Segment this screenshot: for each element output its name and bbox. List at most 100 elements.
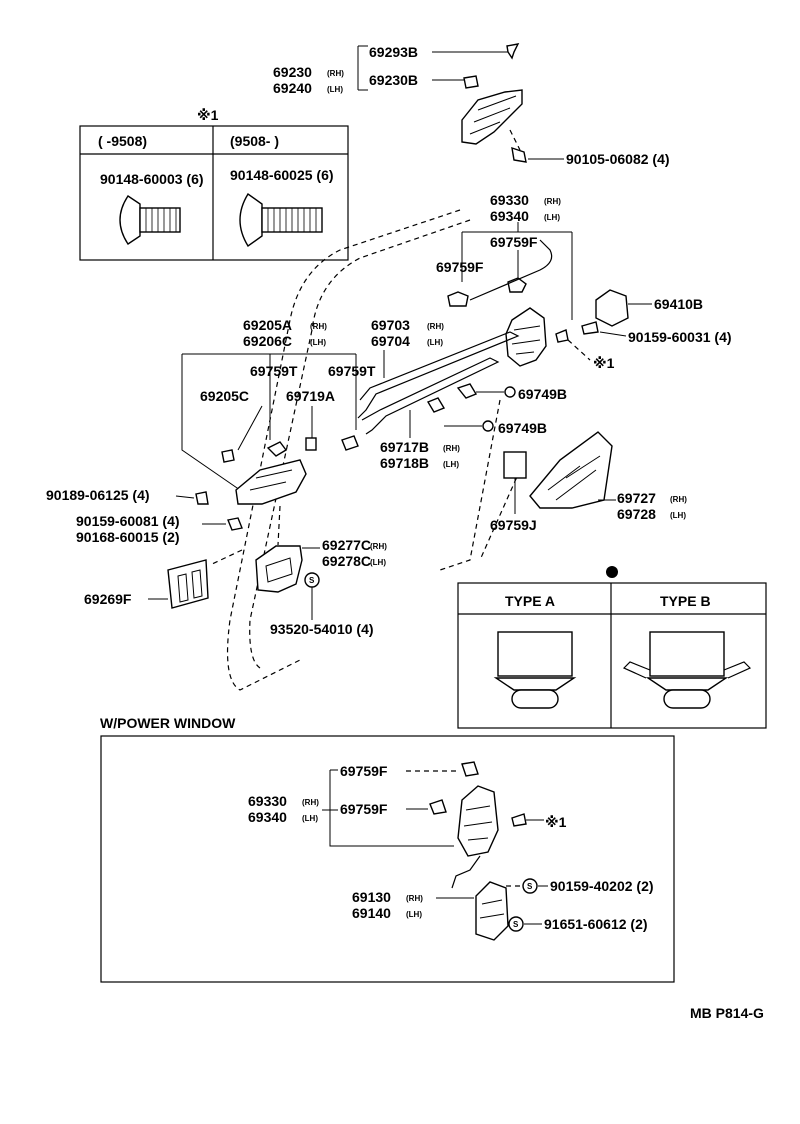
star1-lock-ref: ※1: [593, 355, 615, 371]
label-69230: 69230: [273, 64, 312, 80]
label-69749b-b: 69749B: [498, 420, 547, 436]
lh-suffix: (LH): [370, 558, 386, 567]
s-mark-90159-40202: [522, 878, 538, 894]
label-69340: 69340: [490, 208, 529, 224]
label-69205a: 69205A: [243, 317, 292, 333]
marker-69749b-b: [482, 420, 494, 432]
bezel-69277c: [255, 545, 303, 593]
clip-69749b-b: [426, 397, 446, 413]
rod-69703: [357, 331, 520, 419]
figure-code: MB P814-G: [690, 1005, 764, 1021]
label-69269f: 69269F: [84, 591, 132, 607]
type-b-clip-flange: [645, 677, 729, 691]
handle-bezel-group: 69277C (RH) 69278C (LH) S 93520-54010 (4…: [84, 537, 387, 637]
clip-69759t-b: [341, 435, 359, 451]
label-69759t-right: 69759T: [328, 363, 376, 379]
label-69759t-left: 69759T: [250, 363, 298, 379]
clip-type-table: TYPE A TYPE B: [457, 566, 767, 729]
type-b-wing-right: [723, 661, 752, 679]
striker-69410b: [595, 289, 629, 327]
power-window-section: W/POWER WINDOW 69759F 69330 (RH) 69340 (…: [100, 715, 675, 983]
label-69410b: 69410B: [654, 296, 703, 312]
type-b-wing-left: [622, 661, 651, 679]
inside-handle-and-rods: 69205A (RH) 69206C (LH) 69759T 69759T 69…: [46, 317, 567, 566]
label-90148-60025: 90148-60025 (6): [230, 167, 334, 183]
label-69130: 69130: [352, 889, 391, 905]
label-90168-60015: 90168-60015 (2): [76, 529, 180, 545]
label-90159-60081: 90159-60081 (4): [76, 513, 180, 529]
rod-69230b: [463, 75, 479, 89]
short-screw-head: [119, 195, 141, 245]
rod-69717b: [361, 357, 500, 435]
label-69703: 69703: [371, 317, 410, 333]
label-69330: 69330: [490, 192, 529, 208]
lh-suffix: (LH): [310, 338, 326, 347]
outside-handle-group: 69293B 69230 (RH) 69240 (LH) 69230B 9010…: [273, 43, 670, 167]
marker-69749b-a: [504, 386, 516, 398]
power-window-heading: W/POWER WINDOW: [100, 715, 236, 731]
rh-suffix: (RH): [302, 798, 319, 807]
label-69205c: 69205C: [200, 388, 249, 404]
lh-suffix: (LH): [544, 213, 560, 222]
label-pw-69759f-mid: 69759F: [340, 801, 388, 817]
bolt-90105: [511, 146, 527, 163]
lh-suffix: (LH): [406, 910, 422, 919]
screw-reference-table: ※1 ( -9508) (9508- ) 90148-60003 (6) 901…: [79, 107, 349, 261]
rh-suffix: (RH): [310, 322, 327, 331]
lh-suffix: (LH): [427, 338, 443, 347]
clip-69293b: [506, 43, 520, 60]
label-pw-69330: 69330: [248, 793, 287, 809]
type-b-clip-body: [649, 631, 725, 677]
clip-69719a: [305, 437, 317, 451]
label-pw-69759f-top: 69759F: [340, 763, 388, 779]
long-screw-head: [239, 192, 263, 248]
label-90159-60031: 90159-60031 (4): [628, 329, 732, 345]
label-69759f-left: 69759F: [436, 259, 484, 275]
bolt-90189: [195, 491, 209, 505]
pad-69759j: [503, 451, 527, 479]
inside-handle: [235, 459, 307, 505]
label-91651: 91651-60612 (2): [544, 916, 648, 932]
star1-heading: ※1: [197, 107, 219, 123]
label-69727: 69727: [617, 490, 656, 506]
lh-suffix: (LH): [443, 460, 459, 469]
clip-69749b-a: [456, 383, 478, 399]
rh-suffix: (RH): [406, 894, 423, 903]
label-90189: 90189-06125 (4): [46, 487, 150, 503]
type-b-clip-foot: [663, 689, 711, 709]
label-pw-69340: 69340: [248, 809, 287, 825]
screw-90159-60031: [581, 321, 599, 335]
pw-door-lock: [457, 785, 499, 857]
screw-90159-60081: [227, 517, 243, 531]
s-mark-letter: S: [513, 920, 519, 929]
clip-69759f-a: [447, 291, 469, 307]
door-lock-assembly: 69330 (RH) 69340 (LH) 69759F 69759F 6941…: [436, 192, 732, 371]
label-90159-40202: 90159-40202 (2): [550, 878, 654, 894]
star1-pw-ref: ※1: [545, 814, 567, 830]
pw-clip-69759f-b: [429, 799, 447, 815]
door-outline: [226, 209, 521, 691]
label-69749b-a: 69749B: [518, 386, 567, 402]
s-mark-letter: S: [309, 576, 315, 585]
type-a-clip-foot: [511, 689, 559, 709]
rh-suffix: (RH): [370, 542, 387, 551]
label-69759j: 69759J: [490, 517, 537, 533]
rod-69205c: [221, 449, 235, 463]
label-69728: 69728: [617, 506, 656, 522]
label-69718b: 69718B: [380, 455, 429, 471]
s-mark-letter: S: [527, 882, 533, 891]
label-69704: 69704: [371, 333, 410, 349]
label-69140: 69140: [352, 905, 391, 921]
rh-suffix: (RH): [443, 444, 460, 453]
clip-69759t-a: [266, 441, 288, 457]
lh-suffix: (LH): [670, 511, 686, 520]
label-69759f-top: 69759F: [490, 234, 538, 250]
type-b-header: TYPE B: [660, 593, 711, 609]
rh-suffix: (RH): [670, 495, 687, 504]
rh-suffix: (RH): [427, 322, 444, 331]
type-table-marker: [606, 566, 618, 578]
type-a-clip-flange: [493, 677, 577, 691]
lh-suffix: (LH): [302, 814, 318, 823]
protector-group: 69759J 69727 (RH) 69728 (LH): [490, 431, 687, 533]
